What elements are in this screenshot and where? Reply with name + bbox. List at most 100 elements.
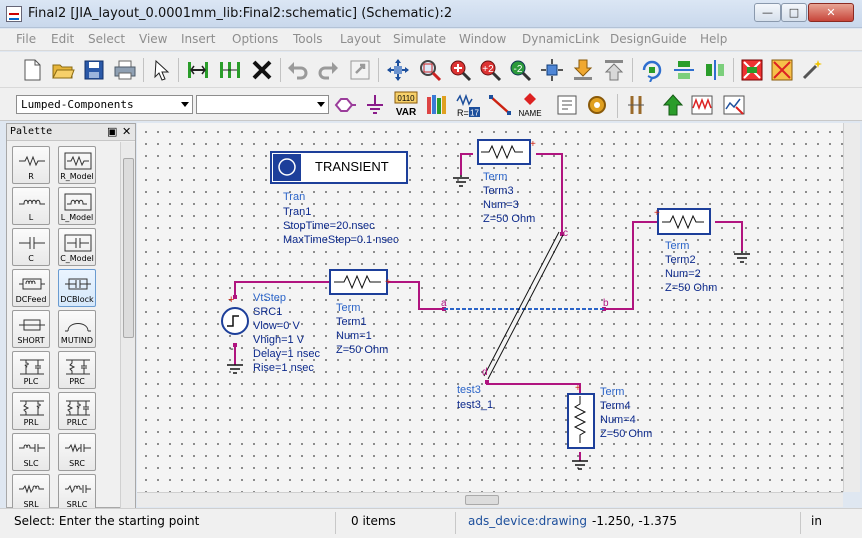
print-icon[interactable] xyxy=(113,58,137,82)
data-display-icon[interactable] xyxy=(722,93,746,117)
palette-item-c-model[interactable]: C_Model xyxy=(58,228,96,266)
view-all-icon[interactable] xyxy=(540,58,564,82)
palette-item-l-model[interactable]: L_Model xyxy=(58,187,96,225)
transient-gear-icon xyxy=(278,158,296,176)
menu-bar: File Edit Select View Insert Options Too… xyxy=(0,29,862,51)
simulate-gear-icon[interactable] xyxy=(585,93,609,117)
menu-edit[interactable]: Edit xyxy=(51,32,75,46)
zoom-in-icon[interactable] xyxy=(448,58,472,82)
open-folder-icon[interactable] xyxy=(51,58,75,82)
palette-item-l[interactable]: L xyxy=(12,187,50,225)
wire-icon[interactable] xyxy=(488,93,512,117)
port-icon[interactable] xyxy=(333,93,357,117)
palette-item-c[interactable]: C xyxy=(12,228,50,266)
palette-item-src[interactable]: SRC xyxy=(58,433,96,471)
menu-options[interactable]: Options xyxy=(232,32,279,46)
name-label-icon[interactable]: NAME xyxy=(515,91,545,119)
term4-label-z: Z=50 Ohm xyxy=(600,428,652,440)
menu-tools[interactable]: Tools xyxy=(293,32,323,46)
palette-item-plc[interactable]: PLC xyxy=(12,351,50,389)
menu-select[interactable]: Select xyxy=(88,32,126,46)
mirror-x-icon[interactable] xyxy=(672,58,696,82)
palette-item-dcfeed[interactable]: DCFeed xyxy=(12,269,50,307)
repeat-icon[interactable] xyxy=(348,58,372,82)
push-into-hierarchy-icon[interactable] xyxy=(571,58,595,82)
delete-x-icon[interactable] xyxy=(250,58,274,82)
vtstep-source[interactable]: + - xyxy=(221,294,249,374)
window-title: Final2 [JIA_layout_0.0001mm_lib:Final2:s… xyxy=(28,6,453,21)
palette-item-short[interactable]: SHORT xyxy=(12,310,50,348)
component-combo[interactable] xyxy=(196,95,329,114)
menu-insert[interactable]: Insert xyxy=(181,32,216,46)
redo-icon[interactable] xyxy=(316,58,340,82)
canvas-horizontal-scrollbar[interactable] xyxy=(137,492,843,507)
save-icon[interactable] xyxy=(82,58,106,82)
undo-icon[interactable] xyxy=(286,58,310,82)
var-equation-icon[interactable]: 0110 VAR xyxy=(394,91,418,119)
palette-item-srlc[interactable]: SRLC xyxy=(58,474,96,512)
tran-label-stoptime: StopTime=20 nsec xyxy=(283,220,375,232)
term4-label-num: Num=4 xyxy=(600,414,636,426)
palette-close-icon[interactable]: ✕ xyxy=(122,125,132,138)
library-books-icon[interactable] xyxy=(425,93,449,117)
palette-item-r[interactable]: R xyxy=(12,146,50,184)
move-component-icon[interactable] xyxy=(386,58,410,82)
canvas-vertical-scrollbar[interactable] xyxy=(843,123,860,492)
zoom-out-2x-icon[interactable]: -2 xyxy=(508,58,532,82)
schematic-drawing[interactable]: TRANSIENT Tran Tran1 StopTime=20 nsec Ma… xyxy=(137,123,843,492)
pin-label-a: a xyxy=(441,298,447,309)
horizontal-scroll-thumb[interactable] xyxy=(465,495,499,505)
menu-layout[interactable]: Layout xyxy=(340,32,381,46)
menu-dynamiclink[interactable]: DynamicLink xyxy=(522,32,600,46)
distribute-components-icon[interactable] xyxy=(218,58,242,82)
pin-label-icon[interactable] xyxy=(555,93,579,117)
palette-scrollbar[interactable] xyxy=(120,142,135,508)
close-button[interactable]: ✕ xyxy=(808,3,854,22)
palette-item-prl[interactable]: PRL xyxy=(12,392,50,430)
palette-item-srl[interactable]: SRL xyxy=(12,474,50,512)
new-file-icon[interactable] xyxy=(20,58,44,82)
mirror-y-icon[interactable] xyxy=(703,58,727,82)
deactivate-component-icon[interactable] xyxy=(740,58,764,82)
library-combo[interactable]: Lumped-Components xyxy=(16,95,193,114)
menu-designguide[interactable]: DesignGuide xyxy=(610,32,687,46)
palette-item-mutind[interactable]: MUTIND xyxy=(58,310,96,348)
align-components-icon[interactable] xyxy=(186,58,210,82)
test3-label-type: test3 xyxy=(457,384,481,396)
select-pointer-icon[interactable] xyxy=(150,58,174,82)
menu-view[interactable]: View xyxy=(139,32,168,46)
rotate-icon[interactable] xyxy=(640,58,664,82)
menu-window[interactable]: Window xyxy=(459,32,507,46)
palette-item-r-model[interactable]: R_Model xyxy=(58,146,96,184)
zoom-in-2x-icon[interactable]: +2 xyxy=(478,58,502,82)
maximize-button[interactable]: □ xyxy=(781,3,807,22)
ground-icon[interactable] xyxy=(363,93,387,117)
menu-simulate[interactable]: Simulate xyxy=(393,32,447,46)
minimize-button[interactable]: — xyxy=(754,3,781,22)
palette-scroll-thumb[interactable] xyxy=(123,158,134,338)
term4-resistor[interactable]: + xyxy=(567,383,595,470)
pop-out-hierarchy-icon[interactable] xyxy=(602,58,626,82)
menu-help[interactable]: Help xyxy=(700,32,728,46)
source-ground-icon xyxy=(227,364,243,374)
term1-label-num: Num=1 xyxy=(336,330,372,342)
palette-item-prlc[interactable]: PRLC xyxy=(58,392,96,430)
short-component-icon[interactable] xyxy=(770,58,794,82)
waveform-display-icon[interactable] xyxy=(690,93,714,117)
term1-resistor[interactable]: + xyxy=(329,269,391,295)
parameter-sweep-icon[interactable]: R= 17 xyxy=(455,91,480,119)
zoom-window-icon[interactable] xyxy=(418,58,442,82)
transient-controller[interactable]: TRANSIENT xyxy=(270,151,408,184)
menu-file[interactable]: File xyxy=(16,32,37,46)
activate-wand-icon[interactable] xyxy=(800,58,824,82)
schematic-canvas[interactable]: TRANSIENT Tran Tran1 StopTime=20 nsec Ma… xyxy=(137,123,843,492)
palette-item-slc[interactable]: SLC xyxy=(12,433,50,471)
palette-item-dcblock[interactable]: DCBlock xyxy=(58,269,96,307)
simulate-up-icon[interactable] xyxy=(661,93,685,117)
palette-item-prc[interactable]: PRC xyxy=(58,351,96,389)
status-item-count: 0 items xyxy=(351,514,396,528)
term3-resistor[interactable]: + xyxy=(453,139,536,187)
tuning-icon[interactable] xyxy=(624,93,648,117)
palette-float-icon[interactable]: ▣ xyxy=(107,125,118,138)
term2-resistor[interactable]: + xyxy=(654,208,750,263)
